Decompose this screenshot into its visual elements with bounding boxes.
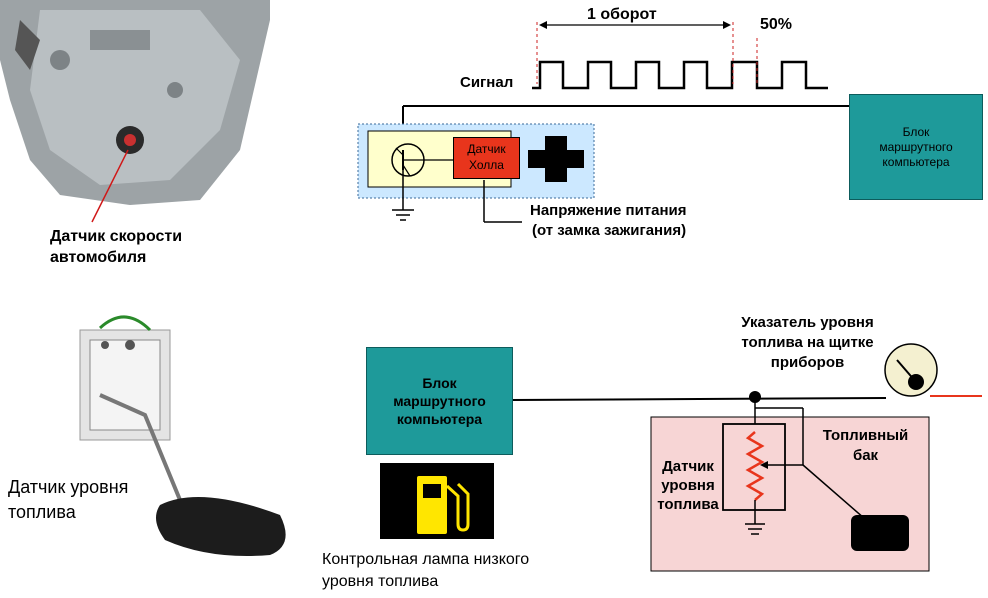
hall-sensor-line2: Холла	[469, 158, 504, 172]
signal-label: Сигнал	[460, 74, 514, 91]
computer-box-bottom: Блок маршрутного компьютера	[366, 347, 513, 455]
computer-bottom-line3: компьютера	[396, 411, 483, 427]
fuel-sensor-label-2: топлива	[8, 502, 76, 522]
computer-bottom-line1: Блок	[422, 375, 457, 391]
fuel-sender-photo	[79, 315, 286, 556]
rotation-label: 1 оборот	[587, 6, 657, 23]
lamp-label-2: уровня топлива	[322, 573, 439, 590]
fuel-sensor-label-1: Датчик уровня	[8, 477, 129, 497]
transmission-photo	[0, 0, 270, 215]
supply-label-2: (от замка зажигания)	[532, 222, 687, 239]
magnet-rotor-icon	[528, 136, 584, 182]
speed-sensor-label-2: автомобиля	[50, 249, 147, 266]
gauge-line2: топлива на щитке	[741, 334, 874, 351]
lamp-label-1: Контрольная лампа низкого	[322, 551, 530, 568]
speed-sensor-pointer	[91, 149, 129, 223]
gauge-label: Указатель уровня топлива на щитке прибор…	[715, 313, 900, 373]
gauge-line3: приборов	[770, 354, 845, 371]
signal-waveform	[532, 60, 828, 90]
tank-sensor-line3: топлива	[657, 496, 719, 513]
float-icon	[851, 515, 909, 551]
supply-label-1: Напряжение питания	[530, 202, 687, 219]
tank-label: Топливный бак	[808, 426, 923, 466]
gauge-line1: Указатель уровня	[741, 314, 874, 331]
computer-top-line2: маршрутного	[879, 139, 953, 154]
duty-label: 50%	[760, 16, 793, 33]
computer-top-line1: Блок	[902, 124, 930, 139]
hall-sensor-box: Датчик Холла	[453, 137, 520, 179]
computer-top-line3: компьютера	[882, 154, 950, 169]
resistor-icon	[745, 431, 765, 501]
tank-sensor-line2: уровня	[661, 477, 715, 494]
tank-line2: бак	[852, 447, 879, 464]
hall-sensor-line1: Датчик	[467, 142, 506, 156]
computer-box-top: Блок маршрутного компьютера	[849, 94, 983, 200]
speed-sensor-label-1: Датчик скорости	[50, 228, 183, 245]
tank-sensor-label: Датчик уровня топлива	[648, 457, 728, 514]
tank-line1: Топливный	[822, 427, 909, 444]
fuel-gauge-icon	[884, 343, 938, 397]
computer-bottom-line2: маршрутного	[393, 393, 486, 409]
tank-sensor-line1: Датчик	[662, 458, 714, 475]
